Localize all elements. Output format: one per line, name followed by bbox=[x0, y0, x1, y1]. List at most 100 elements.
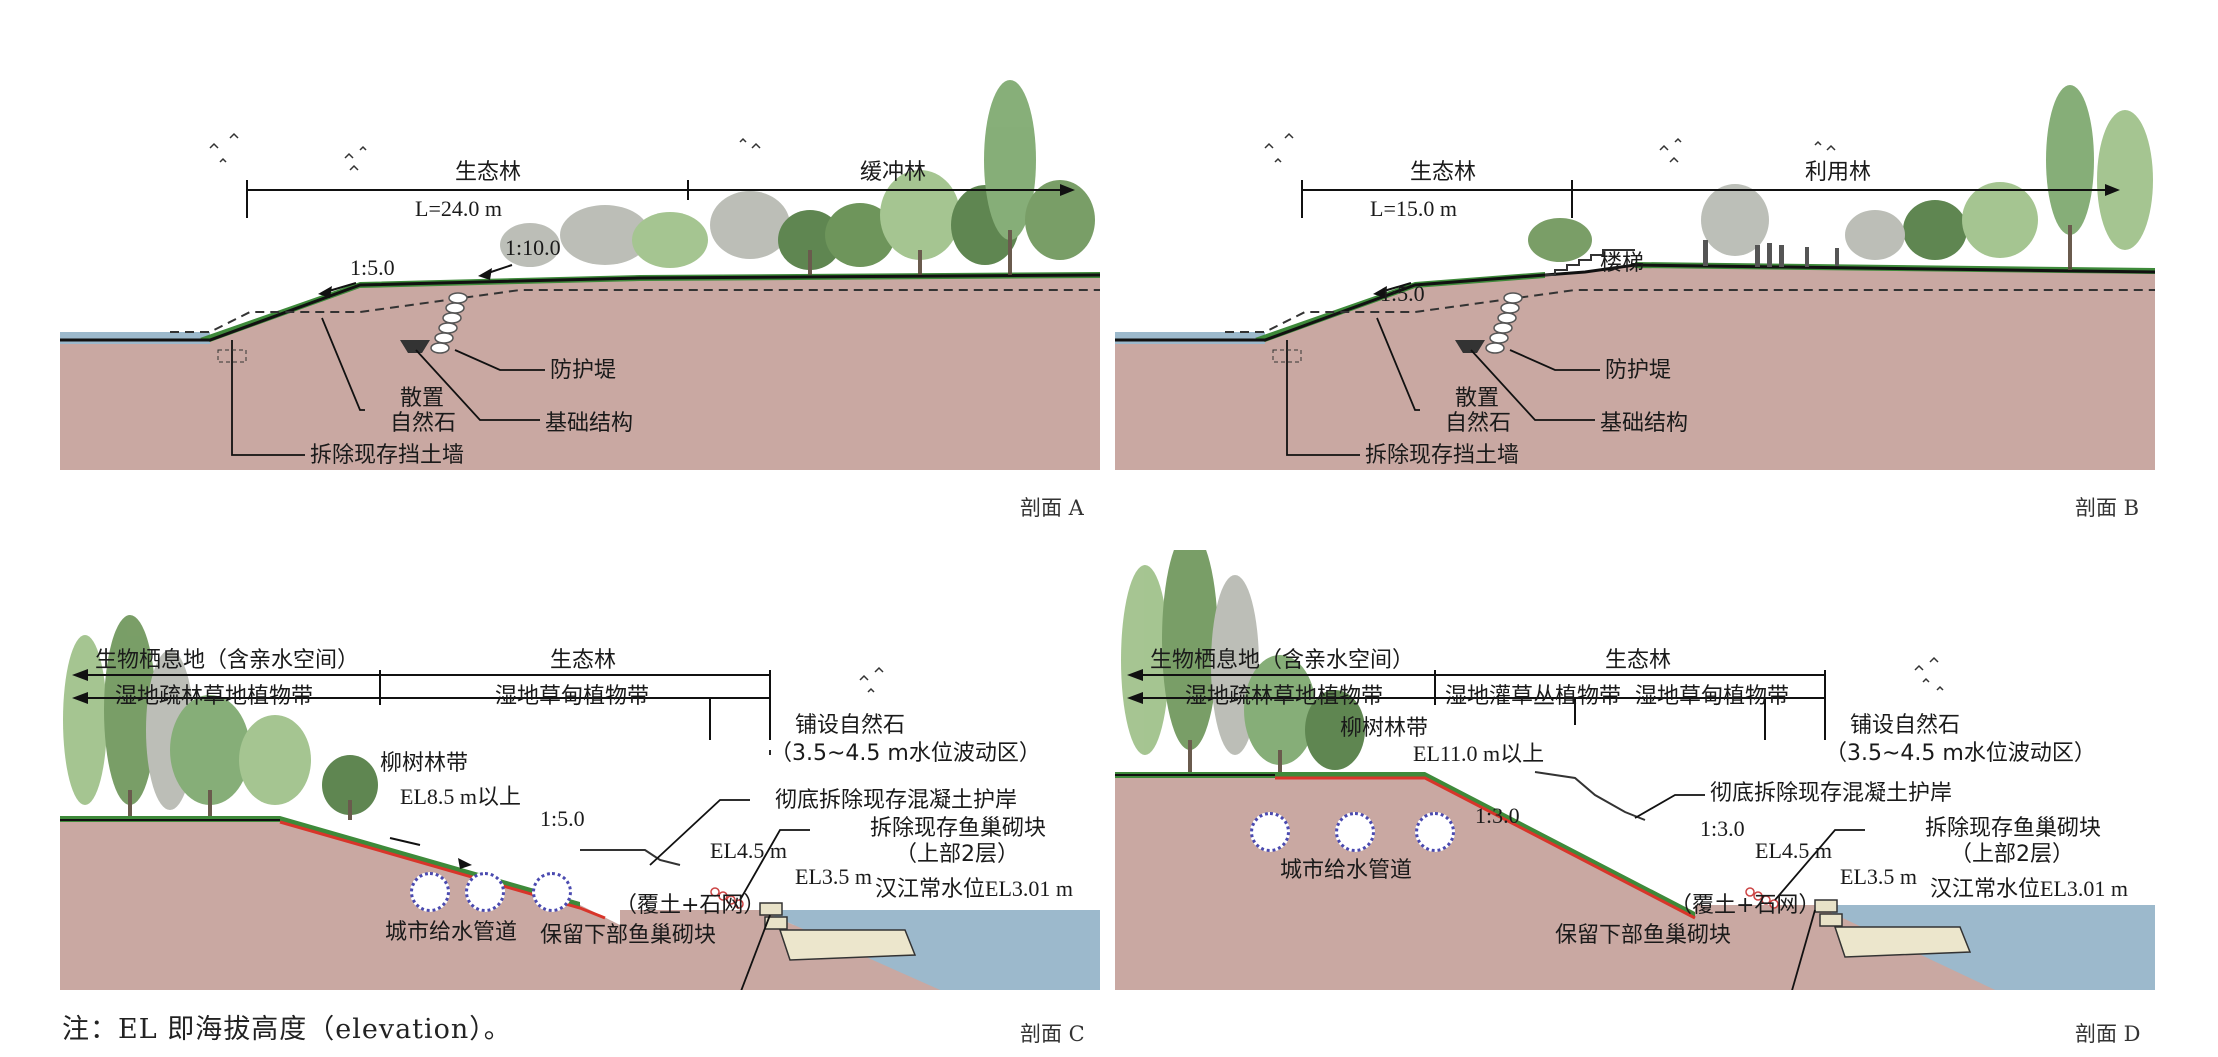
tree-group bbox=[500, 80, 1095, 275]
section-d-drawing bbox=[1115, 550, 2155, 990]
zone-label-eco: 生态林 bbox=[1410, 160, 1477, 185]
zone-label-eco: 生态林 bbox=[550, 648, 617, 673]
foundation-label: 基础结构 bbox=[545, 411, 634, 436]
length-label: L=15.0 m bbox=[1370, 196, 1457, 221]
soil-body bbox=[1115, 265, 2155, 470]
water bbox=[1115, 332, 1265, 344]
stairs-label: 楼梯 bbox=[1600, 251, 1645, 276]
foundation-block bbox=[1455, 340, 1485, 353]
river-level-label: 汉江常水位EL3.01 m bbox=[1930, 876, 2128, 901]
fish-block bbox=[759, 902, 917, 961]
section-c-panel: 生物栖息地（含亲水空间） 生态林 湿地疏林草地植物带 湿地草甸植物带 铺设自然石… bbox=[60, 560, 1100, 990]
pipe-circle-2 bbox=[465, 872, 505, 912]
band-label-2: 湿地灌草丛植物带 bbox=[1445, 684, 1622, 709]
pipe-circle-1 bbox=[410, 872, 450, 912]
willow-label: 柳树林带 bbox=[1340, 716, 1429, 741]
el-45-label: EL4.5 m bbox=[710, 838, 787, 863]
caption-a: 剖面 A bbox=[1020, 496, 1084, 520]
stone-label-1: 散置 bbox=[400, 386, 445, 411]
slope-label-1: 1:3.0 bbox=[1475, 803, 1520, 828]
fish-block bbox=[1814, 899, 1972, 958]
caption-d: 剖面 D bbox=[2075, 1022, 2141, 1046]
slope-label-2: 1:3.0 bbox=[1700, 816, 1745, 841]
el-top-label: EL11.0 m以上 bbox=[1413, 741, 1545, 766]
section-a-drawing bbox=[60, 80, 1100, 470]
el-35-label: EL3.5 m bbox=[795, 864, 872, 889]
length-label: L=24.0 m bbox=[415, 196, 502, 221]
stairs bbox=[1545, 249, 1635, 276]
stone-label-2: （3.5~4.5 m水位波动区） bbox=[1825, 741, 2096, 766]
remove-block-label-1: 拆除现存鱼巢砌块 bbox=[1925, 816, 2102, 841]
el-top-label: EL8.5 m以上 bbox=[400, 784, 521, 809]
remove-block-label-2: （上部2层） bbox=[895, 842, 1019, 867]
stone-label-1: 铺设自然石 bbox=[795, 713, 906, 738]
tree-group bbox=[1121, 550, 1365, 775]
pipe-circle-3 bbox=[1415, 812, 1455, 852]
band-label-2: 湿地草甸植物带 bbox=[495, 684, 650, 709]
pipe-circle-2 bbox=[1335, 812, 1375, 852]
remove-revet-label: 彻底拆除现存混凝土护岸 bbox=[1710, 781, 1953, 806]
stone-stack bbox=[430, 292, 468, 354]
bird-flock bbox=[859, 666, 884, 693]
band-label-1: 湿地疏林草地植物带 bbox=[115, 684, 314, 709]
old-revetment bbox=[1534, 771, 1646, 821]
section-a-panel: 生态林 缓冲林 L=24.0 m 1:5.0 1:10.0 防护堤 散置 自然石… bbox=[60, 50, 1100, 470]
stone-stack bbox=[1485, 292, 1523, 354]
water bbox=[60, 332, 210, 344]
el-35-label: EL3.5 m bbox=[1840, 864, 1917, 889]
caption-b: 剖面 B bbox=[2075, 496, 2140, 520]
bird-flock bbox=[1264, 132, 1836, 163]
bird-flock bbox=[209, 132, 761, 171]
section-c-drawing bbox=[60, 615, 1100, 990]
wall-label: 拆除现存挡土墙 bbox=[1365, 443, 1520, 468]
stone-beads bbox=[1745, 887, 1779, 909]
foundation-block bbox=[400, 340, 430, 353]
section-d-panel: 生物栖息地（含亲水空间） 生态林 湿地疏林草地植物带 湿地灌草丛植物带 湿地草甸… bbox=[1115, 550, 2155, 990]
old-profile-dashed bbox=[170, 289, 1100, 333]
zone-label-eco: 生态林 bbox=[455, 160, 522, 185]
keep-block-label: 保留下部鱼巢砌块 bbox=[1555, 923, 1732, 948]
remove-block-label-1: 拆除现存鱼巢砌块 bbox=[870, 816, 1047, 841]
keep-block-label: 保留下部鱼巢砌块 bbox=[540, 923, 717, 948]
band-label-1: 湿地疏林草地植物带 bbox=[1185, 684, 1384, 709]
cover-label: （覆土+石网） bbox=[615, 893, 766, 918]
bird-flock bbox=[1914, 656, 1944, 691]
cover-label: （覆土+石网） bbox=[1670, 893, 1821, 918]
levee-label: 防护堤 bbox=[550, 358, 617, 383]
river-level-label: 汉江常水位EL3.01 m bbox=[875, 876, 1073, 901]
people-silhouettes bbox=[1703, 240, 1839, 267]
stone-label-2: 自然石 bbox=[390, 411, 457, 436]
band-label-3: 湿地草甸植物带 bbox=[1635, 684, 1790, 709]
zone-label-habitat: 生物栖息地（含亲水空间） bbox=[1150, 648, 1415, 673]
pipe-label: 城市给水管道 bbox=[1280, 858, 1413, 883]
tree-group bbox=[1528, 85, 2153, 270]
zone-label-buffer: 缓冲林 bbox=[860, 160, 927, 185]
pipe-label: 城市给水管道 bbox=[385, 920, 518, 945]
stone-beads bbox=[710, 887, 744, 909]
levee-label: 防护堤 bbox=[1605, 358, 1672, 383]
red-liner bbox=[1275, 776, 1696, 920]
slope-label-2: 1:10.0 bbox=[505, 235, 561, 260]
old-profile-dashed bbox=[1225, 289, 2155, 333]
footnote: 注：EL 即海拔高度（elevation）。 bbox=[62, 1014, 512, 1045]
foundation-label: 基础结构 bbox=[1600, 411, 1689, 436]
section-b-drawing bbox=[1115, 85, 2155, 470]
slope-label-1: 1:5.0 bbox=[350, 255, 395, 280]
old-revetment bbox=[580, 849, 681, 866]
remove-revet-label: 彻底拆除现存混凝土护岸 bbox=[775, 788, 1018, 813]
zone-label-habitat: 生物栖息地（含亲水空间） bbox=[95, 648, 360, 673]
soil-body bbox=[60, 275, 1100, 470]
zone-label-eco: 生态林 bbox=[1605, 648, 1672, 673]
slope-label-1: 1:5.0 bbox=[1380, 281, 1425, 306]
willow-label: 柳树林带 bbox=[380, 751, 469, 776]
caption-c: 剖面 C bbox=[1020, 1022, 1085, 1046]
stone-label-2: 自然石 bbox=[1445, 411, 1512, 436]
section-b-panel: 生态林 利用林 L=15.0 m 1:5.0 楼梯 防护堤 散置 自然石 基础结… bbox=[1115, 50, 2155, 470]
slope-label: 1:5.0 bbox=[540, 806, 585, 831]
stone-label-2: （3.5~4.5 m水位波动区） bbox=[770, 741, 1041, 766]
stone-label-1: 散置 bbox=[1455, 386, 1500, 411]
pipe-circle-3 bbox=[532, 872, 572, 912]
pipe-circle-1 bbox=[1250, 812, 1290, 852]
remove-block-label-2: （上部2层） bbox=[1950, 842, 2074, 867]
el-45-label: EL4.5 m bbox=[1755, 838, 1832, 863]
